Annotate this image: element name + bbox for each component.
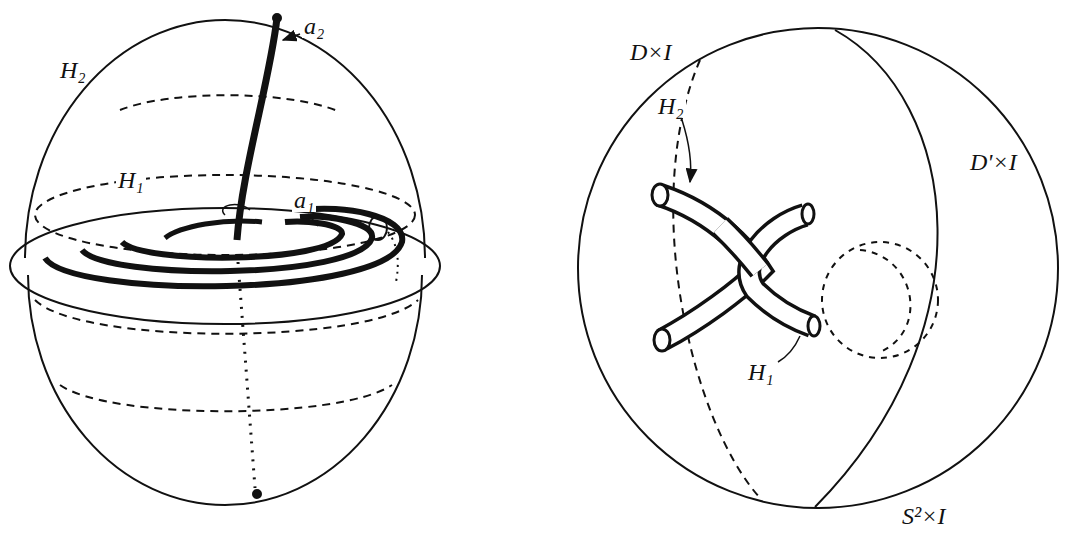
figure-label: S²×I: [900, 504, 947, 528]
figure-label: H₂: [58, 58, 88, 82]
figure-label: H₂: [656, 94, 686, 118]
figure-label: a₁: [292, 188, 316, 212]
figure-label: a₂: [302, 14, 326, 38]
figure-label: H₁: [116, 168, 146, 192]
figure-label: H₁: [746, 360, 776, 384]
figure-label: D×I: [628, 40, 674, 64]
figure-label: D'×I: [968, 150, 1019, 174]
